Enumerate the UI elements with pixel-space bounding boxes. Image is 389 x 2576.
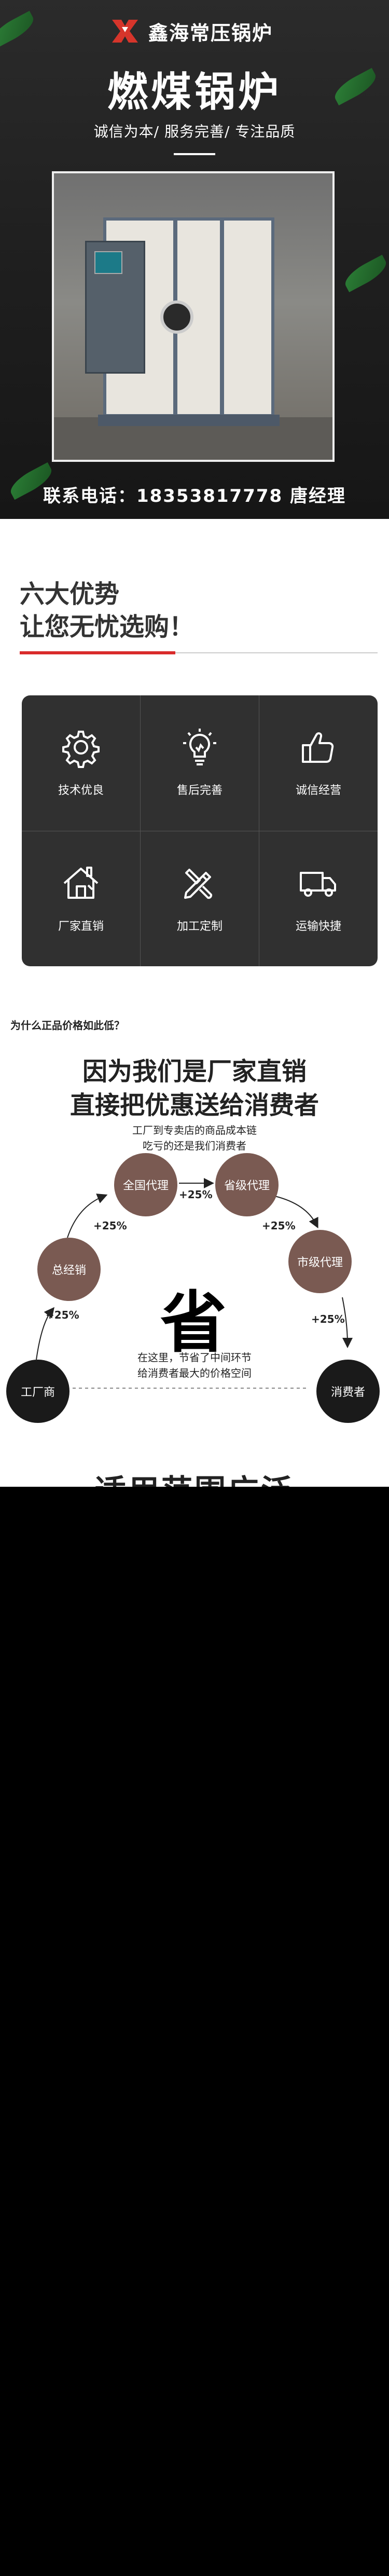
thumbs-up-icon — [302, 732, 334, 763]
advantages-grid: 技术优良 售后完善 诚信经营 — [22, 695, 378, 966]
why-headline: 因为我们是厂家直销 — [82, 1057, 307, 1086]
advantage-item: 诚信经营 — [259, 695, 378, 830]
title-divider — [174, 153, 215, 155]
advantage-item: 厂家直销 — [22, 831, 140, 966]
savings-note-2: 给消费者最大的价格空间 — [137, 1367, 252, 1379]
supply-chain-arrows — [36, 1178, 353, 1389]
advantage-label: 加工定制 — [176, 920, 223, 933]
tools-icon — [184, 869, 213, 899]
brand-name: 鑫海常压锅炉 — [148, 21, 273, 45]
advantage-item: 技术优良 — [22, 695, 140, 830]
advantage-item: 运输快捷 — [259, 831, 378, 966]
why-headline-2: 直接把优惠送给消费者 — [70, 1091, 319, 1120]
node-national-agent: 全国代理 — [114, 1153, 177, 1216]
why-subtext-2: 吃亏的还是我们消费者 — [143, 1140, 246, 1152]
scope-title: 适用范围广泛 — [0, 1466, 389, 1487]
node-factory: 工厂商 — [6, 1360, 70, 1423]
markup-label: +25% — [46, 1309, 79, 1321]
markup-label: +25% — [93, 1220, 127, 1232]
truck-icon — [300, 872, 336, 897]
node-provincial-agent: 省级代理 — [215, 1153, 279, 1216]
hero-banner: 鑫海常压锅炉 燃煤锅炉 诚信为本/ 服务完善/ 专注品质 联系电话：183538… — [0, 0, 389, 519]
logo-x-icon — [110, 18, 140, 45]
advantage-item: 加工定制 — [141, 831, 259, 966]
price-explainer-section: 为什么正品价格如此低？ 因为我们是厂家直销 直接把优惠送给消费者 工厂到专卖店的… — [0, 1002, 389, 1437]
contact-phone[interactable]: 联系电话：18353817778 唐经理 — [43, 486, 346, 506]
leaf-decoration — [341, 254, 389, 293]
markup-label: +25% — [262, 1220, 296, 1232]
leaf-decoration — [0, 10, 38, 49]
brand-logo: 鑫海常压锅炉 — [110, 16, 273, 47]
advantages-subheading: 让您无忧选购！ — [20, 612, 195, 641]
markup-label: +25% — [179, 1188, 213, 1201]
savings-character: 省 — [160, 1284, 227, 1362]
markup-label: +25% — [311, 1313, 345, 1325]
unrendered-area — [0, 1487, 389, 2576]
advantage-label: 技术优良 — [58, 784, 104, 797]
advantage-label: 厂家直销 — [58, 920, 104, 933]
advantage-label: 诚信经营 — [295, 784, 341, 797]
advantage-item: 售后完善 — [141, 695, 259, 830]
advantages-heading: 六大优势 — [20, 580, 120, 609]
product-photo — [52, 171, 335, 462]
page-title: 燃煤锅炉 — [107, 69, 282, 116]
accent-divider — [20, 651, 175, 654]
gear-icon — [62, 731, 100, 768]
why-question: 为什么正品价格如此低？ — [10, 1019, 124, 1032]
node-city-agent: 市级代理 — [288, 1230, 352, 1293]
lightbulb-icon — [183, 729, 216, 765]
savings-note: 在这里，节省了中间环节 — [137, 1351, 252, 1364]
advantage-label: 运输快捷 — [295, 920, 341, 933]
why-subtext: 工厂到专卖店的商品成本链 — [132, 1124, 257, 1136]
node-consumer: 消费者 — [316, 1360, 380, 1423]
factory-icon — [63, 867, 99, 899]
advantages-section: 六大优势 让您无忧选购！ 技术优良 — [0, 519, 389, 1002]
section-divider — [20, 652, 378, 653]
application-scope-section: 适用范围广泛 — [0, 1437, 389, 1487]
advantage-label: 售后完善 — [176, 784, 223, 797]
node-general-distributor: 总经销 — [37, 1238, 101, 1301]
hero-subtitle: 诚信为本/ 服务完善/ 专注品质 — [93, 123, 296, 140]
